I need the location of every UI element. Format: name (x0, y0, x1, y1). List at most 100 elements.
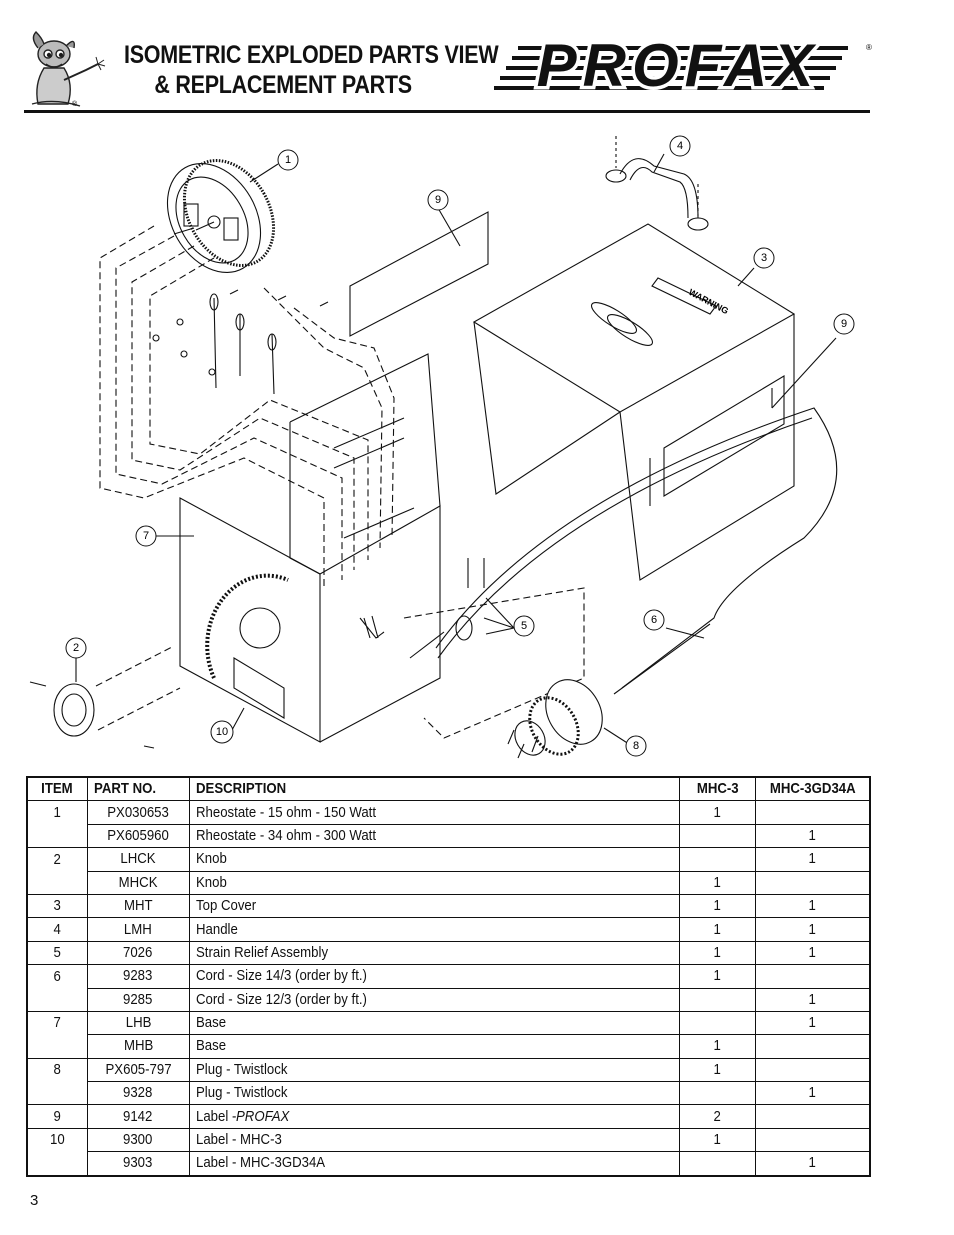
cell-description: Plug - Twistlock (188, 1057, 680, 1083)
callout-6: 6 (643, 609, 665, 631)
cell-mhc-3gd34a (754, 1057, 871, 1083)
cell-description: Base (188, 1010, 680, 1036)
callout-1: 1 (277, 149, 299, 171)
cell-item: 4 (26, 917, 88, 942)
cell-mhc-3gd34a: 1 (754, 823, 871, 849)
header-rule (24, 110, 870, 113)
callout-7: 7 (135, 525, 157, 547)
svg-text:1: 1 (285, 154, 291, 166)
cell-mhc-3: 1 (678, 1057, 756, 1083)
svg-text:3: 3 (761, 252, 767, 264)
replacement-parts-table: ITEM PART NO. DESCRIPTION MHC-3 MHC-3GD3… (26, 776, 871, 1177)
rheostat-hardware (152, 289, 329, 395)
cell-part-no: 9283 (86, 964, 190, 989)
cell-mhc-3 (678, 1010, 756, 1036)
logo-registered-mark: ® (866, 43, 872, 52)
cell-mhc-3: 1 (678, 1127, 756, 1153)
cell-item (26, 1081, 88, 1106)
header-mhc-3: MHC-3 (678, 776, 756, 802)
knob-drawing (29, 645, 181, 749)
table-header-row: ITEM PART NO. DESCRIPTION MHC-3 MHC-3GD3… (26, 776, 871, 802)
cell-mhc-3: 1 (678, 1034, 756, 1059)
svg-text:5: 5 (521, 620, 527, 632)
cell-mhc-3gd34a (754, 800, 871, 825)
cell-item (26, 1034, 88, 1059)
header-part-no: PART NO. (86, 776, 190, 802)
cell-mhc-3: 1 (678, 800, 756, 825)
cell-part-no: MHB (86, 1034, 190, 1059)
svg-text:9: 9 (435, 194, 441, 206)
cell-mhc-3: 1 (678, 917, 756, 942)
cell-description: Cord - Size 14/3 (order by ft.) (188, 964, 680, 989)
cell-description: Rheostate - 15 ohm - 150 Watt (188, 800, 680, 825)
cell-mhc-3 (678, 823, 756, 849)
cell-mhc-3gd34a (754, 870, 871, 895)
callout-10: 10 (210, 720, 234, 744)
cell-mhc-3gd34a: 1 (754, 893, 871, 919)
svg-text:8: 8 (633, 740, 639, 752)
cell-mhc-3: 2 (678, 1104, 756, 1129)
cell-part-no: MHCK (86, 870, 190, 895)
svg-text:4: 4 (677, 140, 683, 152)
plug-drawing (507, 679, 603, 759)
cell-mhc-3gd34a: 1 (754, 940, 871, 966)
cell-part-no: 9300 (86, 1127, 190, 1153)
page-title: ISOMETRIC EXPLODED PARTS VIEW & REPLACEM… (124, 40, 499, 100)
cell-part-no: PX605960 (86, 823, 190, 849)
mascot-registered-mark: ® (72, 100, 78, 108)
callout-4: 4 (669, 135, 691, 157)
cell-description-italic: PROFAX (235, 1107, 290, 1125)
header-description: DESCRIPTION (188, 776, 680, 802)
strain-relief-drawing (403, 558, 585, 739)
exploded-parts-diagram: WARNING 1 2 3 4 5 6 7 8 9 9 10 (29, 135, 855, 759)
cell-part-no: 7026 (86, 940, 190, 966)
svg-text:9: 9 (841, 318, 847, 330)
cell-mhc-3gd34a (754, 1034, 871, 1059)
cell-mhc-3gd34a: 1 (754, 1081, 871, 1106)
cell-description: Label - MHC-3GD34A (188, 1151, 680, 1177)
cell-mhc-3gd34a: 1 (754, 1151, 871, 1177)
cell-part-no: 9142 (86, 1104, 190, 1129)
cell-item: 7 (26, 1010, 88, 1035)
header-mhc-3gd34a: MHC-3GD34A (754, 776, 871, 802)
cell-part-no: LHCK (86, 847, 190, 872)
cell-item: 6 (26, 964, 88, 989)
cell-mhc-3gd34a: 1 (754, 1010, 871, 1036)
cell-item (26, 1151, 88, 1177)
rheostat-drawing (166, 159, 276, 273)
svg-text:10: 10 (216, 726, 228, 738)
cell-description: Rheostate - 34 ohm - 300 Watt (188, 823, 680, 849)
cell-item: 10 (26, 1127, 88, 1152)
cell-mhc-3gd34a: 1 (754, 847, 871, 872)
cell-item: 9 (26, 1104, 88, 1129)
cell-part-no: PX030653 (86, 800, 190, 825)
cell-mhc-3gd34a (754, 1104, 871, 1129)
cell-mhc-3 (678, 847, 756, 872)
cell-item: 2 (26, 847, 88, 872)
cell-item (26, 988, 88, 1012)
cell-description: Strain Relief Assembly (188, 940, 680, 966)
rheostat-guide-lines (99, 225, 395, 588)
mascot-logo: ® (31, 31, 106, 108)
page-title-line1: ISOMETRIC EXPLODED PARTS VIEW (124, 41, 499, 69)
cell-mhc-3 (678, 1081, 756, 1106)
cell-part-no: 9285 (86, 987, 190, 1012)
callout-2: 2 (65, 637, 87, 659)
cell-mhc-3gd34a (754, 964, 871, 989)
page-title-line2: & REPLACEMENT PARTS (154, 71, 412, 99)
cell-description: Knob (188, 870, 680, 895)
cell-mhc-3 (678, 1151, 756, 1177)
callout-5: 5 (513, 615, 535, 637)
cell-description: Top Cover (188, 893, 680, 919)
page-number: 3 (30, 1192, 39, 1209)
callout-markers: 1 2 3 4 5 6 7 8 9 9 10 (65, 135, 855, 757)
cell-mhc-3gd34a (754, 1127, 871, 1153)
svg-text:7: 7 (143, 530, 149, 542)
profax-logo: PROFAX PROFAX ® (494, 38, 872, 100)
profax-logo-outline: PROFAX (537, 38, 820, 99)
